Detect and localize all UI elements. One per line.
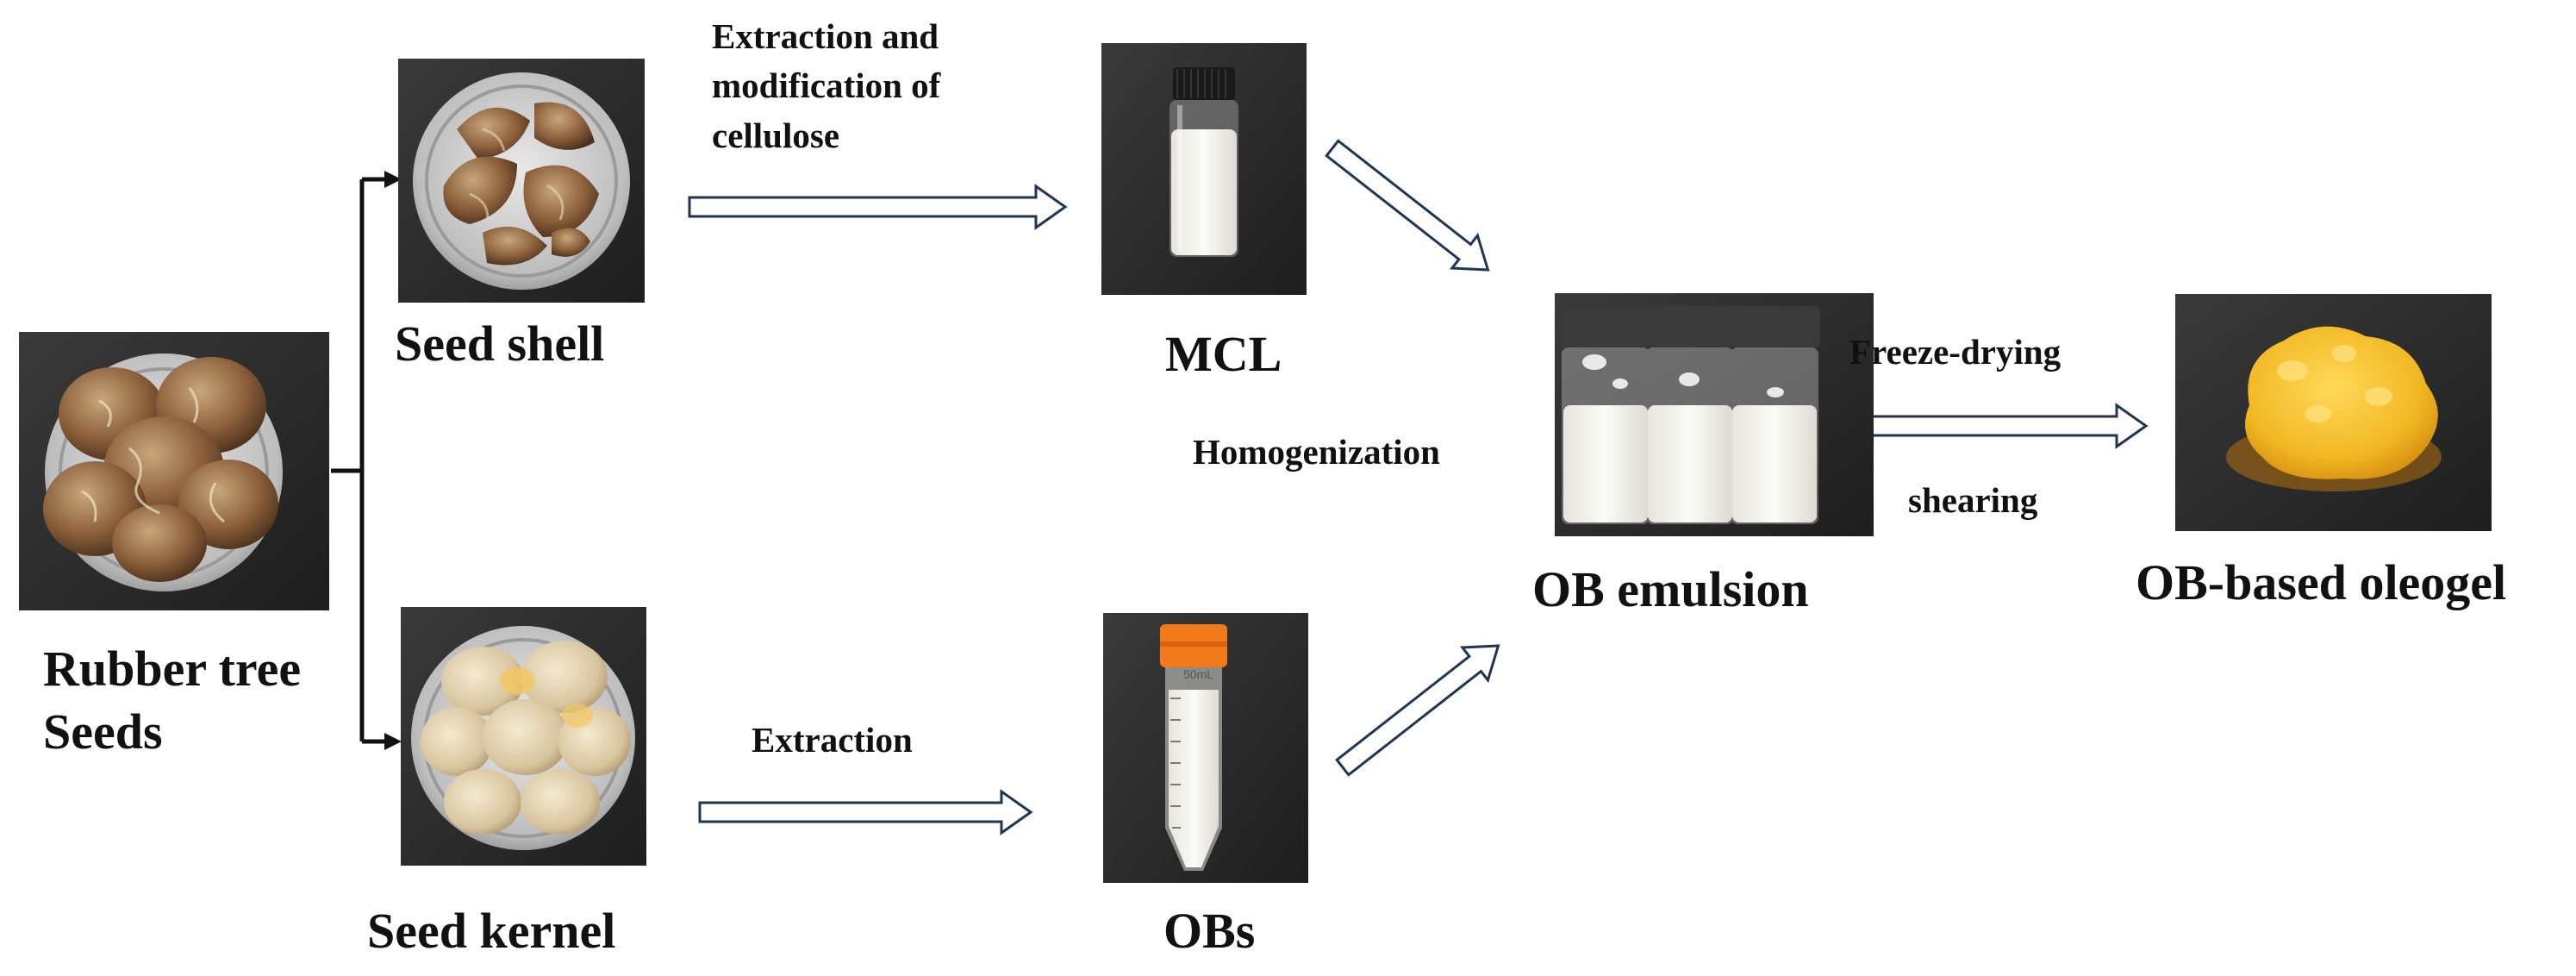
- obs-photo: 50mL: [1103, 613, 1308, 883]
- obs-label: OBs: [1163, 903, 1256, 959]
- rubber-tree-seeds-label: Rubber tree Seeds: [43, 638, 301, 763]
- rubber-tree-seeds-line2: Seeds: [43, 703, 163, 760]
- seed-shell-label: Seed shell: [395, 316, 605, 372]
- seed-kernel-label: Seed kernel: [367, 903, 616, 959]
- step-shell-line3: cellulose: [712, 115, 840, 155]
- tube-marking: 50mL: [1183, 667, 1213, 681]
- seed-shell-photo: [398, 59, 645, 303]
- step-shell-line1: Extraction and: [712, 16, 939, 56]
- arrow-emulsion-to-oleogel: [1870, 403, 2149, 449]
- step-label-shell-to-mcl: Extraction and modification of cellulose: [712, 12, 940, 160]
- step-label-shearing: shearing: [1908, 480, 2038, 520]
- branch-connector: [331, 177, 390, 744]
- rubber-tree-seeds-line1: Rubber tree: [43, 641, 302, 697]
- seeds-photo: [19, 332, 329, 610]
- ob-emulsion-photo: [1555, 293, 1874, 536]
- arrow-shell-to-mcl: [688, 184, 1068, 230]
- seed-kernel-photo: [401, 607, 646, 866]
- step-label-kernel-to-obs: Extraction: [752, 720, 913, 760]
- arrow-kernel-to-obs: [698, 789, 1033, 835]
- step-shell-line2: modification of: [712, 66, 941, 106]
- arrow-obs-to-emulsion: [1335, 644, 1500, 777]
- step-label-homogenization: Homogenization: [1193, 432, 1440, 472]
- ob-emulsion-label: OB emulsion: [1532, 561, 1809, 617]
- ob-oleogel-label: OB-based oleogel: [2136, 554, 2507, 610]
- oleogel-photo: [2175, 294, 2492, 531]
- step-label-freeze-drying: Freeze-drying: [1849, 332, 2061, 372]
- arrowhead-to-kernel: [384, 733, 402, 750]
- arrow-mcl-to-emulsion: [1325, 139, 1490, 272]
- mcl-photo: [1101, 43, 1307, 295]
- arrowhead-to-shell: [384, 171, 402, 188]
- mcl-label: MCL: [1165, 326, 1282, 382]
